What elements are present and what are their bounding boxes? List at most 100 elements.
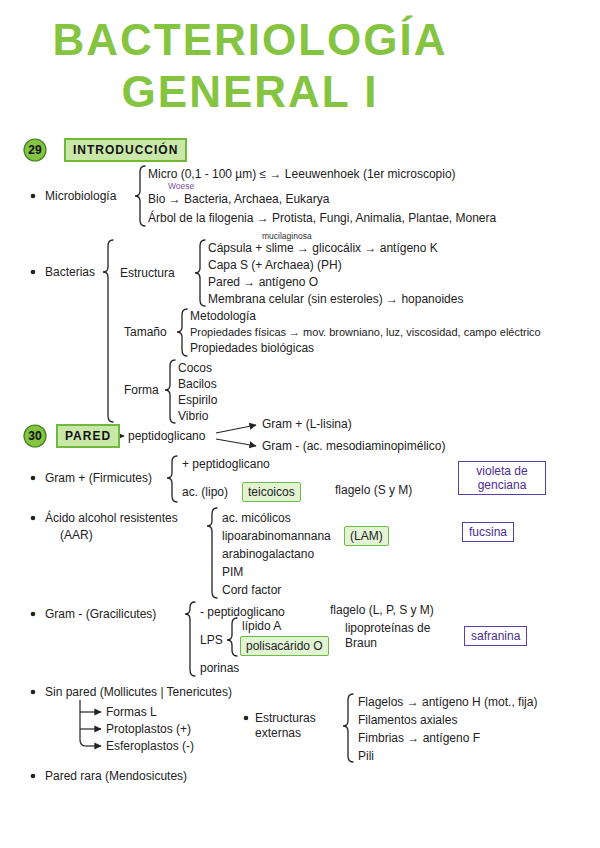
note-text: Filamentos axiales bbox=[358, 713, 457, 728]
note-text: peptidoglicano bbox=[128, 429, 205, 444]
brace bbox=[135, 166, 145, 226]
brace bbox=[195, 240, 205, 306]
note-text: Formas L bbox=[106, 705, 157, 720]
note-text: Bacilos bbox=[178, 377, 217, 392]
note-text: Espirilo bbox=[178, 393, 217, 408]
note-text: Metodología bbox=[190, 309, 256, 324]
note-text: Sin pared (Mollicutes | Tenericutes) bbox=[45, 685, 232, 700]
page-title: BACTERIOLOGÍA GENERAL I bbox=[30, 14, 470, 118]
note-text: Gram + (Firmicutes) bbox=[45, 471, 152, 486]
bullet bbox=[31, 612, 36, 617]
section-number: 30 bbox=[23, 424, 47, 448]
circle-shape bbox=[24, 139, 46, 161]
bullet bbox=[244, 716, 249, 721]
note-text: Árbol de la filogenia → Protista, Fungi,… bbox=[148, 211, 496, 226]
note-text: flagelo (L, P, S y M) bbox=[330, 603, 434, 618]
stain-box: violeta de genciana bbox=[458, 461, 546, 495]
brace bbox=[103, 240, 113, 422]
note-text: Microbiología bbox=[45, 189, 116, 204]
note-text: Cocos bbox=[178, 361, 212, 376]
note-text: Gram + (L-lisina) bbox=[262, 417, 352, 432]
note-text: Pili bbox=[358, 749, 374, 764]
brace bbox=[207, 508, 217, 598]
node-text: teicoicos bbox=[248, 485, 295, 499]
highlight-box: (LAM) bbox=[344, 526, 389, 546]
bullet bbox=[31, 516, 36, 521]
brace bbox=[227, 618, 237, 656]
circle-shape bbox=[24, 425, 46, 447]
note-text: Flagelos → antígeno H (mot., fija) bbox=[358, 695, 537, 710]
note-text: Vibrio bbox=[178, 409, 208, 424]
note-text: Membrana celular (sin esteroles) → hopan… bbox=[208, 292, 463, 307]
note-text: Micro (0,1 - 100 µm) ≤ → Leeuwenhoek (1e… bbox=[148, 167, 456, 182]
brace bbox=[167, 456, 177, 502]
note-text: Forma bbox=[124, 383, 159, 398]
note-text: lípido A bbox=[242, 619, 281, 634]
note-text: arabinogalactano bbox=[222, 547, 314, 562]
note-text: (AAR) bbox=[60, 528, 93, 543]
branch-line bbox=[80, 700, 86, 746]
highlight-box: polisacárido O bbox=[240, 636, 329, 656]
brace bbox=[185, 602, 195, 676]
node-text: (LAM) bbox=[350, 529, 383, 543]
node-text: 30 bbox=[23, 424, 47, 448]
braces bbox=[103, 166, 353, 762]
arrow bbox=[216, 425, 256, 433]
note-text: lipoarabinomannana bbox=[222, 529, 331, 544]
note-text: Pared rara (Mendosicutes) bbox=[45, 769, 187, 784]
annotation: Woese bbox=[168, 181, 194, 192]
note-text: Bacterias bbox=[45, 265, 95, 280]
note-text: + peptidoglicano bbox=[182, 457, 270, 472]
note-text: Tamaño bbox=[124, 325, 167, 340]
note-text: Esferoplastos (-) bbox=[106, 739, 194, 754]
node-text: safranina bbox=[471, 629, 520, 643]
bullet bbox=[31, 774, 36, 779]
note-text: Gram - (ac. mesodiaminopimélico) bbox=[262, 439, 445, 454]
note-text: Gram - (Gracilicutes) bbox=[45, 607, 156, 622]
section-number: 29 bbox=[23, 138, 47, 162]
note-text: ac. (lipo) bbox=[182, 485, 228, 500]
brace bbox=[343, 694, 353, 762]
note-text: Propiedades biológicas bbox=[190, 341, 314, 356]
section-heading: PARED bbox=[56, 424, 120, 448]
note-text: Cord factor bbox=[222, 583, 281, 598]
note-text: PIM bbox=[222, 565, 243, 580]
bullet bbox=[31, 476, 36, 481]
arrow bbox=[216, 439, 256, 446]
stain-box: fucsina bbox=[462, 522, 514, 542]
arrow bbox=[86, 745, 101, 746]
note-text: Capa S (+ Archaea) (PH) bbox=[208, 258, 342, 273]
brace bbox=[165, 360, 175, 423]
section-heading: INTRODUCCIÓN bbox=[64, 138, 187, 162]
highlight-box: teicoicos bbox=[242, 482, 301, 502]
node-text: 29 bbox=[23, 138, 47, 162]
arrow bbox=[80, 728, 101, 729]
note-text: Protoplastos (+) bbox=[106, 722, 191, 737]
note-text: Pared → antígeno O bbox=[208, 275, 318, 290]
note-text: Ácido alcohol resistentes bbox=[45, 511, 178, 526]
note-text: ac. micólicos bbox=[222, 511, 291, 526]
bullet bbox=[31, 270, 36, 275]
brace bbox=[177, 309, 187, 356]
note-text: - peptidoglicano bbox=[200, 605, 285, 620]
note-text: porinas bbox=[200, 661, 239, 676]
note-text: Cápsula + slime → glicocálix → antígeno … bbox=[208, 241, 438, 256]
node-text: fucsina bbox=[469, 525, 507, 539]
annotation: mucilaginosa bbox=[262, 231, 312, 242]
bullet bbox=[31, 194, 36, 199]
note-text: Bio → Bacteria, Archaea, Eukarya bbox=[148, 192, 329, 207]
note-text: Fimbrias → antígeno F bbox=[358, 731, 480, 746]
node-text: polisacárido O bbox=[246, 639, 323, 653]
node-text: violeta de genciana bbox=[465, 464, 539, 492]
note-text: Propiedades físicas → mov. browniano, lu… bbox=[190, 325, 541, 340]
arrow bbox=[80, 711, 101, 712]
bullet bbox=[31, 690, 36, 695]
note-text: Estructura bbox=[120, 266, 175, 281]
note-text: flagelo (S y M) bbox=[335, 483, 412, 498]
note-text: LPS bbox=[200, 633, 223, 648]
node-text: PARED bbox=[65, 429, 111, 443]
node-text: INTRODUCCIÓN bbox=[73, 143, 178, 157]
note-text: lipoproteínas de Braun bbox=[345, 621, 440, 651]
stain-box: safranina bbox=[464, 626, 527, 646]
